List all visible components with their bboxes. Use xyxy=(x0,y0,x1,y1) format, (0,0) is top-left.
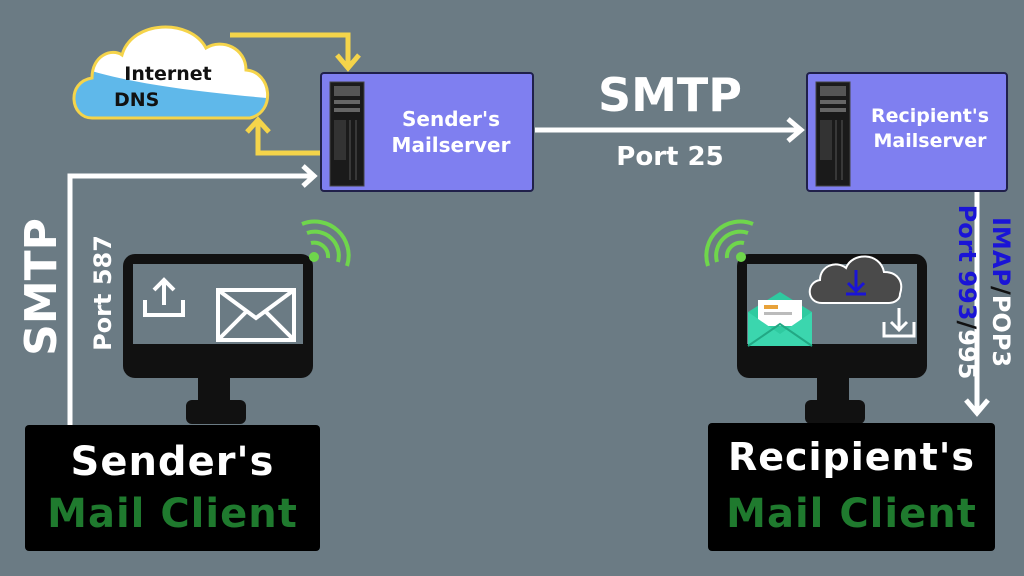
download-icon xyxy=(882,308,916,338)
smtp-top-label: SMTP xyxy=(598,68,742,122)
dns-response-arrow xyxy=(255,122,320,156)
sender-mailserver-line2: Mailserver xyxy=(391,133,511,157)
recipient-client-line2: Mail Client xyxy=(726,491,977,537)
smtp-587-arrowhead xyxy=(301,164,318,188)
recipient-mailserver-line1: Recipient's xyxy=(870,105,990,127)
envelope-icon xyxy=(216,288,296,342)
wifi-icon xyxy=(301,219,351,267)
dns-query-arrow xyxy=(230,32,351,66)
sender-client-line2: Mail Client xyxy=(47,491,298,537)
dns-label-line2: DNS xyxy=(114,88,160,111)
smtp-25-arrowhead xyxy=(786,117,805,143)
open-envelope-icon xyxy=(747,292,813,347)
sender-client-line1: Sender's xyxy=(70,439,275,485)
imap-pop3-arrowhead xyxy=(964,398,990,417)
recipient-mailserver: Recipient's Mailserver xyxy=(806,72,1008,192)
upload-icon xyxy=(143,277,185,317)
dns-label-line1: Internet xyxy=(124,63,212,85)
recipient-mailserver-label: Recipient's Mailserver xyxy=(854,104,1006,153)
server-tower-icon xyxy=(815,81,851,187)
sender-mailserver: Sender's Mailserver xyxy=(320,72,534,192)
cloud-download-icon xyxy=(808,255,903,304)
sender-mailserver-label: Sender's Mailserver xyxy=(370,106,532,158)
dns-query-arrowhead xyxy=(335,53,361,72)
dns-response-arrowhead xyxy=(245,116,271,134)
wifi-icon xyxy=(704,219,754,267)
dns-label: Internet DNS xyxy=(108,62,228,113)
smtp-587-arrow xyxy=(67,173,312,425)
recipient-mail-client: Recipient's Mail Client xyxy=(708,423,995,551)
recipient-mailserver-line2: Mailserver xyxy=(873,129,987,152)
sender-mail-client: Sender's Mail Client xyxy=(25,425,320,551)
port-25-label: Port 25 xyxy=(616,142,724,172)
sender-mailserver-line1: Sender's xyxy=(402,107,500,131)
server-tower-icon xyxy=(329,81,365,187)
recipient-client-line1: Recipient's xyxy=(727,435,976,479)
